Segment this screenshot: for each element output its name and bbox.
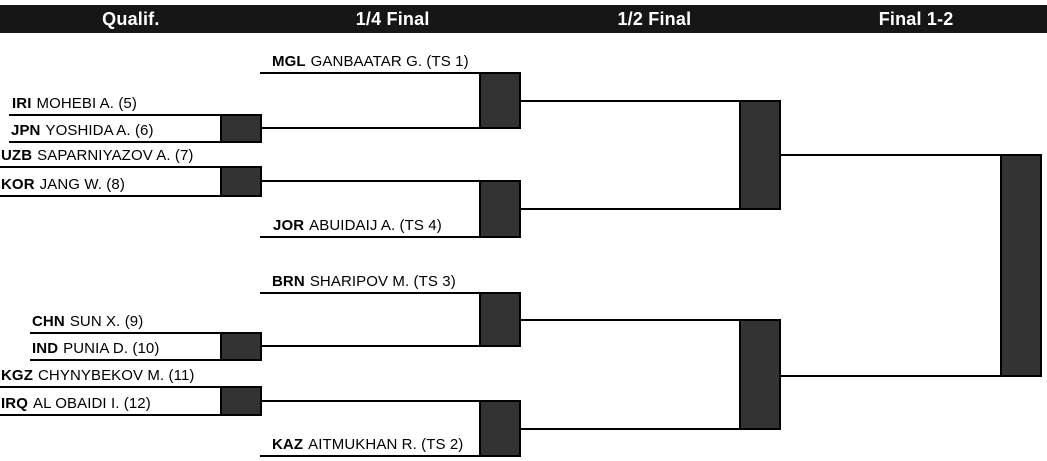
bracket-line-jor xyxy=(260,236,521,238)
round-header-final: Final 1-2 xyxy=(878,8,954,29)
bracket-line-qf2-winner xyxy=(521,208,740,210)
player-noc-brn: BRN xyxy=(272,273,305,290)
player-name-kaz: AITMUKHAN R. (TS 2) xyxy=(308,436,464,453)
bracket-line-qual-d-winner xyxy=(262,400,521,402)
player-name-jpn: YOSHIDA A. (6) xyxy=(45,122,154,139)
player-noc-irq: IRQ xyxy=(1,395,28,412)
player-noc-chn: CHN xyxy=(32,313,65,330)
bracket-line-qual-c-winner xyxy=(262,345,521,347)
player-name-mgl: GANBAATAR G. (TS 1) xyxy=(310,53,469,70)
player-noc-jpn: JPN xyxy=(11,122,41,139)
player-noc-uzb: UZB xyxy=(1,147,33,164)
player-name-chn: SUN X. (9) xyxy=(69,313,144,330)
bracket-line-kaz xyxy=(260,455,521,457)
bracket-line-brn xyxy=(260,292,521,294)
bracket-line-kor xyxy=(0,195,262,197)
match-box-sf1 xyxy=(739,100,781,210)
round-header-qualification: Qualif. xyxy=(102,8,160,29)
player-noc-iri: IRI xyxy=(12,95,32,112)
bracket-line-sf2-winner xyxy=(781,375,1042,377)
bracket-line-qf1-winner xyxy=(521,100,740,102)
player-name-kgz: CHYNYBEKOV M. (11) xyxy=(37,367,195,384)
round-header-semifinal: 1/2 Final xyxy=(617,8,692,29)
match-box-qual-d xyxy=(220,386,262,416)
bracket-line-jpn xyxy=(9,141,262,143)
round-header-quarterfinal: 1/4 Final xyxy=(355,8,430,29)
player-name-brn: SHARIPOV M. (TS 3) xyxy=(309,273,456,290)
player-noc-kgz: KGZ xyxy=(1,367,33,384)
bracket-line-qual-b-winner xyxy=(262,180,521,182)
round-header-bar: Qualif. 1/4 Final 1/2 Final Final 1-2 xyxy=(0,5,1047,33)
match-box-qf2 xyxy=(479,180,521,238)
player-name-uzb: SAPARNIYAZOV A. (7) xyxy=(37,147,194,164)
bracket-line-iri xyxy=(9,114,262,116)
bracket-line-ind xyxy=(30,359,262,361)
player-noc-jor: JOR xyxy=(273,217,305,234)
match-box-qf1 xyxy=(479,72,521,129)
bracket-line-uzb xyxy=(0,166,262,168)
bracket-line-chn xyxy=(30,332,262,334)
bracket-line-qf4-winner xyxy=(521,428,740,430)
player-noc-kaz: KAZ xyxy=(272,436,304,453)
player-noc-ind: IND xyxy=(32,340,59,357)
match-box-qual-c xyxy=(220,332,262,361)
player-name-ind: PUNIA D. (10) xyxy=(63,340,160,357)
player-name-kor: JANG W. (8) xyxy=(39,176,125,193)
match-box-sf2 xyxy=(739,319,781,430)
bracket-line-mgl xyxy=(260,72,521,74)
player-name-irq: AL OBAIDI I. (12) xyxy=(32,395,151,412)
match-box-qf3 xyxy=(479,292,521,347)
player-noc-kor: KOR xyxy=(1,176,35,193)
player-noc-mgl: MGL xyxy=(272,53,306,70)
bracket-line-sf1-winner xyxy=(781,154,1042,156)
match-box-final xyxy=(1000,154,1042,377)
bracket-line-qf3-winner xyxy=(521,319,740,321)
player-name-jor: ABUIDAIJ A. (TS 4) xyxy=(309,217,442,234)
match-box-qual-a xyxy=(220,114,262,143)
bracket-line-qual-a-winner xyxy=(262,127,521,129)
bracket-line-kgz xyxy=(0,386,262,388)
match-box-qf4 xyxy=(479,400,521,457)
match-box-qual-b xyxy=(220,166,262,197)
bracket-line-irq xyxy=(0,414,262,416)
player-name-iri: MOHEBI A. (5) xyxy=(36,95,137,112)
